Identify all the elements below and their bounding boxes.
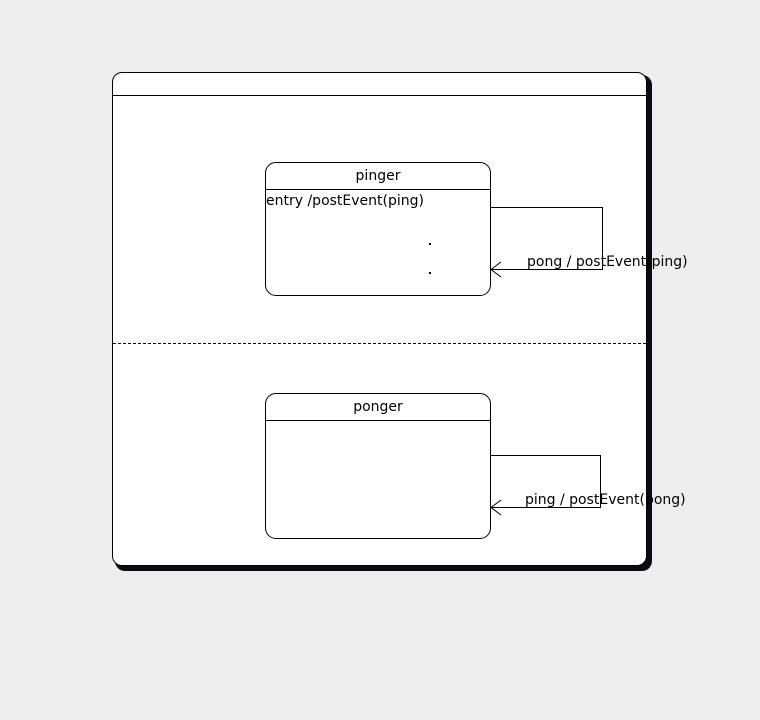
self-transition-ponger-label: ping / postEvent(pong)	[525, 492, 686, 508]
region-divider	[113, 343, 646, 344]
state-pinger[interactable]: pinger entry /postEvent(ping)	[265, 162, 491, 296]
state-pinger-handle-dot-1[interactable]	[429, 243, 431, 245]
composite-state-title	[113, 73, 646, 96]
composite-state-body: pinger entry /postEvent(ping) pong / pos…	[113, 96, 688, 565]
state-pinger-body: entry /postEvent(ping)	[266, 190, 490, 295]
composite-state[interactable]: pinger entry /postEvent(ping) pong / pos…	[112, 72, 688, 566]
state-pinger-handle-dot-2[interactable]	[429, 272, 431, 274]
state-ponger-name: ponger	[266, 394, 490, 421]
state-pinger-entry-action: entry /postEvent(ping)	[266, 193, 424, 209]
self-transition-pinger[interactable]	[113, 96, 646, 336]
self-transition-ponger[interactable]	[113, 96, 646, 596]
state-ponger[interactable]: ponger	[265, 393, 491, 539]
state-pinger-name: pinger	[266, 163, 490, 190]
self-transition-pinger-label: pong / postEvent(ping)	[527, 254, 688, 270]
